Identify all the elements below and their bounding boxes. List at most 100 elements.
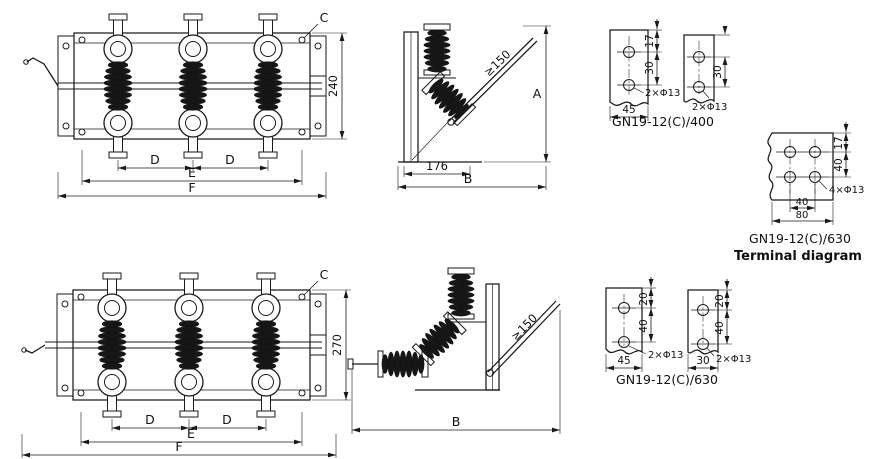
bolt-hole xyxy=(784,146,796,158)
front-view-bottom: C 270 D D E F xyxy=(21,267,351,458)
dim-20-label: 20 xyxy=(638,292,650,305)
dim-b-bottom: B xyxy=(351,310,561,434)
dim-d2-label: D xyxy=(222,412,232,427)
dim-d1-label: D xyxy=(145,412,155,427)
dim-b-label: B xyxy=(464,171,473,186)
dim-17-label: 17 xyxy=(833,136,845,149)
dim-f-label: F xyxy=(188,180,195,195)
right-mounting-strip xyxy=(309,293,327,397)
terminal-diagram-630-right: 17 40 4×Φ13 40 80 GN19-12(C)/630 Termina… xyxy=(734,122,864,264)
bolt-hole xyxy=(809,146,821,158)
terminal-plate xyxy=(687,289,719,355)
dim-b-label: B xyxy=(452,414,461,429)
dim-30-label: 30 xyxy=(644,61,656,74)
insulator-cap xyxy=(423,23,451,31)
dim-45-label: 45 xyxy=(622,104,635,116)
dim-45: 45 xyxy=(609,104,649,121)
dim-40-horizontal: 40 xyxy=(789,183,816,212)
bolt-hole xyxy=(784,171,796,183)
dim-d-spacing: D D xyxy=(111,412,267,431)
dim-e-label: E xyxy=(187,426,195,441)
caption-gn19-630-right: GN19-12(C)/630 xyxy=(749,231,851,246)
dim-176: 176 xyxy=(403,159,471,177)
vertical-insulator xyxy=(423,29,451,73)
insulator-pole xyxy=(253,13,283,159)
holes-callout: 2×Φ13 xyxy=(716,354,751,365)
vertical-insulator xyxy=(447,273,475,317)
dim-270-label: 270 xyxy=(330,334,344,356)
terminal-diagram-400: 17 30 2×Φ13 45 30 2×Φ13 GN19-12(C)/400 xyxy=(609,19,730,129)
insulator-pole xyxy=(97,272,127,418)
switch-blade-arm xyxy=(487,300,557,373)
dim-c-label: C xyxy=(320,267,329,282)
dim-height-270: 270 xyxy=(312,289,351,401)
angled-insulator xyxy=(421,71,477,127)
dim-a: A xyxy=(484,25,551,163)
dim-40-label: 40 xyxy=(714,321,726,334)
shaft-bearing xyxy=(309,75,327,97)
insulator-pole xyxy=(251,272,281,418)
dim-30: 30 xyxy=(687,354,719,372)
dim-c-top: C xyxy=(303,10,329,39)
dim-40-label: 40 xyxy=(833,158,845,171)
dim-e-label: E xyxy=(188,165,196,180)
side-view-bottom: ≥150 B xyxy=(347,267,561,434)
dim-240-label: 240 xyxy=(326,75,340,97)
dim-e: E xyxy=(81,150,303,185)
dim-30-label: 30 xyxy=(712,65,724,78)
dim-d-spacing: D D xyxy=(117,152,269,171)
dim-a-label: A xyxy=(533,86,542,101)
bolt-hole xyxy=(693,81,705,93)
bolt-hole xyxy=(623,79,635,91)
right-mounting-strip xyxy=(309,35,327,137)
dim-30-label: 30 xyxy=(696,355,709,367)
bolt-hole xyxy=(618,302,630,314)
shaft-bearing xyxy=(309,334,327,356)
dim-80-label: 80 xyxy=(796,210,809,221)
bolt-hole xyxy=(697,304,709,316)
caption-terminal-diagram: Terminal diagram xyxy=(734,249,862,264)
holes-callout: 2×Φ13 xyxy=(692,102,727,113)
caption-gn19-400: GN19-12(C)/400 xyxy=(612,114,714,129)
dim-d1-label: D xyxy=(150,152,160,167)
dim-f: F xyxy=(57,172,327,199)
bolt-hole xyxy=(618,336,630,348)
dim-45-label: 45 xyxy=(617,355,630,367)
dim-80: 80 xyxy=(771,202,834,225)
bolt-hole xyxy=(697,338,709,350)
dim-f-label: F xyxy=(175,439,182,454)
dim-45: 45 xyxy=(605,354,643,372)
dim-height-240: 240 xyxy=(312,32,347,140)
holes-callout: 2×Φ13 xyxy=(648,350,683,361)
holes-callout: 2×Φ13 xyxy=(645,88,680,99)
insulator-cap xyxy=(447,267,475,275)
terminal-plate xyxy=(609,29,649,107)
dim-20-label: 20 xyxy=(714,294,726,307)
operating-handle xyxy=(24,344,46,354)
switch-blade-arm xyxy=(448,37,534,122)
insulator-pole xyxy=(174,272,204,418)
caption-gn19-630-bottom: GN19-12(C)/630 xyxy=(616,372,718,387)
horizontal-insulator xyxy=(377,350,429,378)
side-view-top: ≥150 A 176 B xyxy=(397,23,551,190)
holes-callout: 4×Φ13 xyxy=(829,185,864,196)
dim-c-bottom: C xyxy=(303,267,329,296)
terminal-plate xyxy=(683,34,715,104)
insulator-pole xyxy=(103,13,133,159)
bolt-hole xyxy=(693,51,705,63)
dim-ge150-label: ≥150 xyxy=(508,311,540,343)
left-mounting-strip xyxy=(57,35,75,137)
terminal-diagram-630-bottom: 20 40 2×Φ13 45 20 40 30 2×Φ13 GN xyxy=(605,277,751,387)
dim-17-label: 17 xyxy=(644,34,656,47)
dim-40-label: 40 xyxy=(796,197,809,208)
insulator-pole xyxy=(178,13,208,159)
operating-handle xyxy=(26,57,59,87)
dim-40-label: 40 xyxy=(638,319,650,332)
front-view-top: C 240 D D E F xyxy=(23,10,347,199)
terminal-plate xyxy=(767,132,834,201)
dim-f: F xyxy=(21,434,337,458)
dim-176-label: 176 xyxy=(426,159,448,173)
dim-e: E xyxy=(80,412,303,446)
